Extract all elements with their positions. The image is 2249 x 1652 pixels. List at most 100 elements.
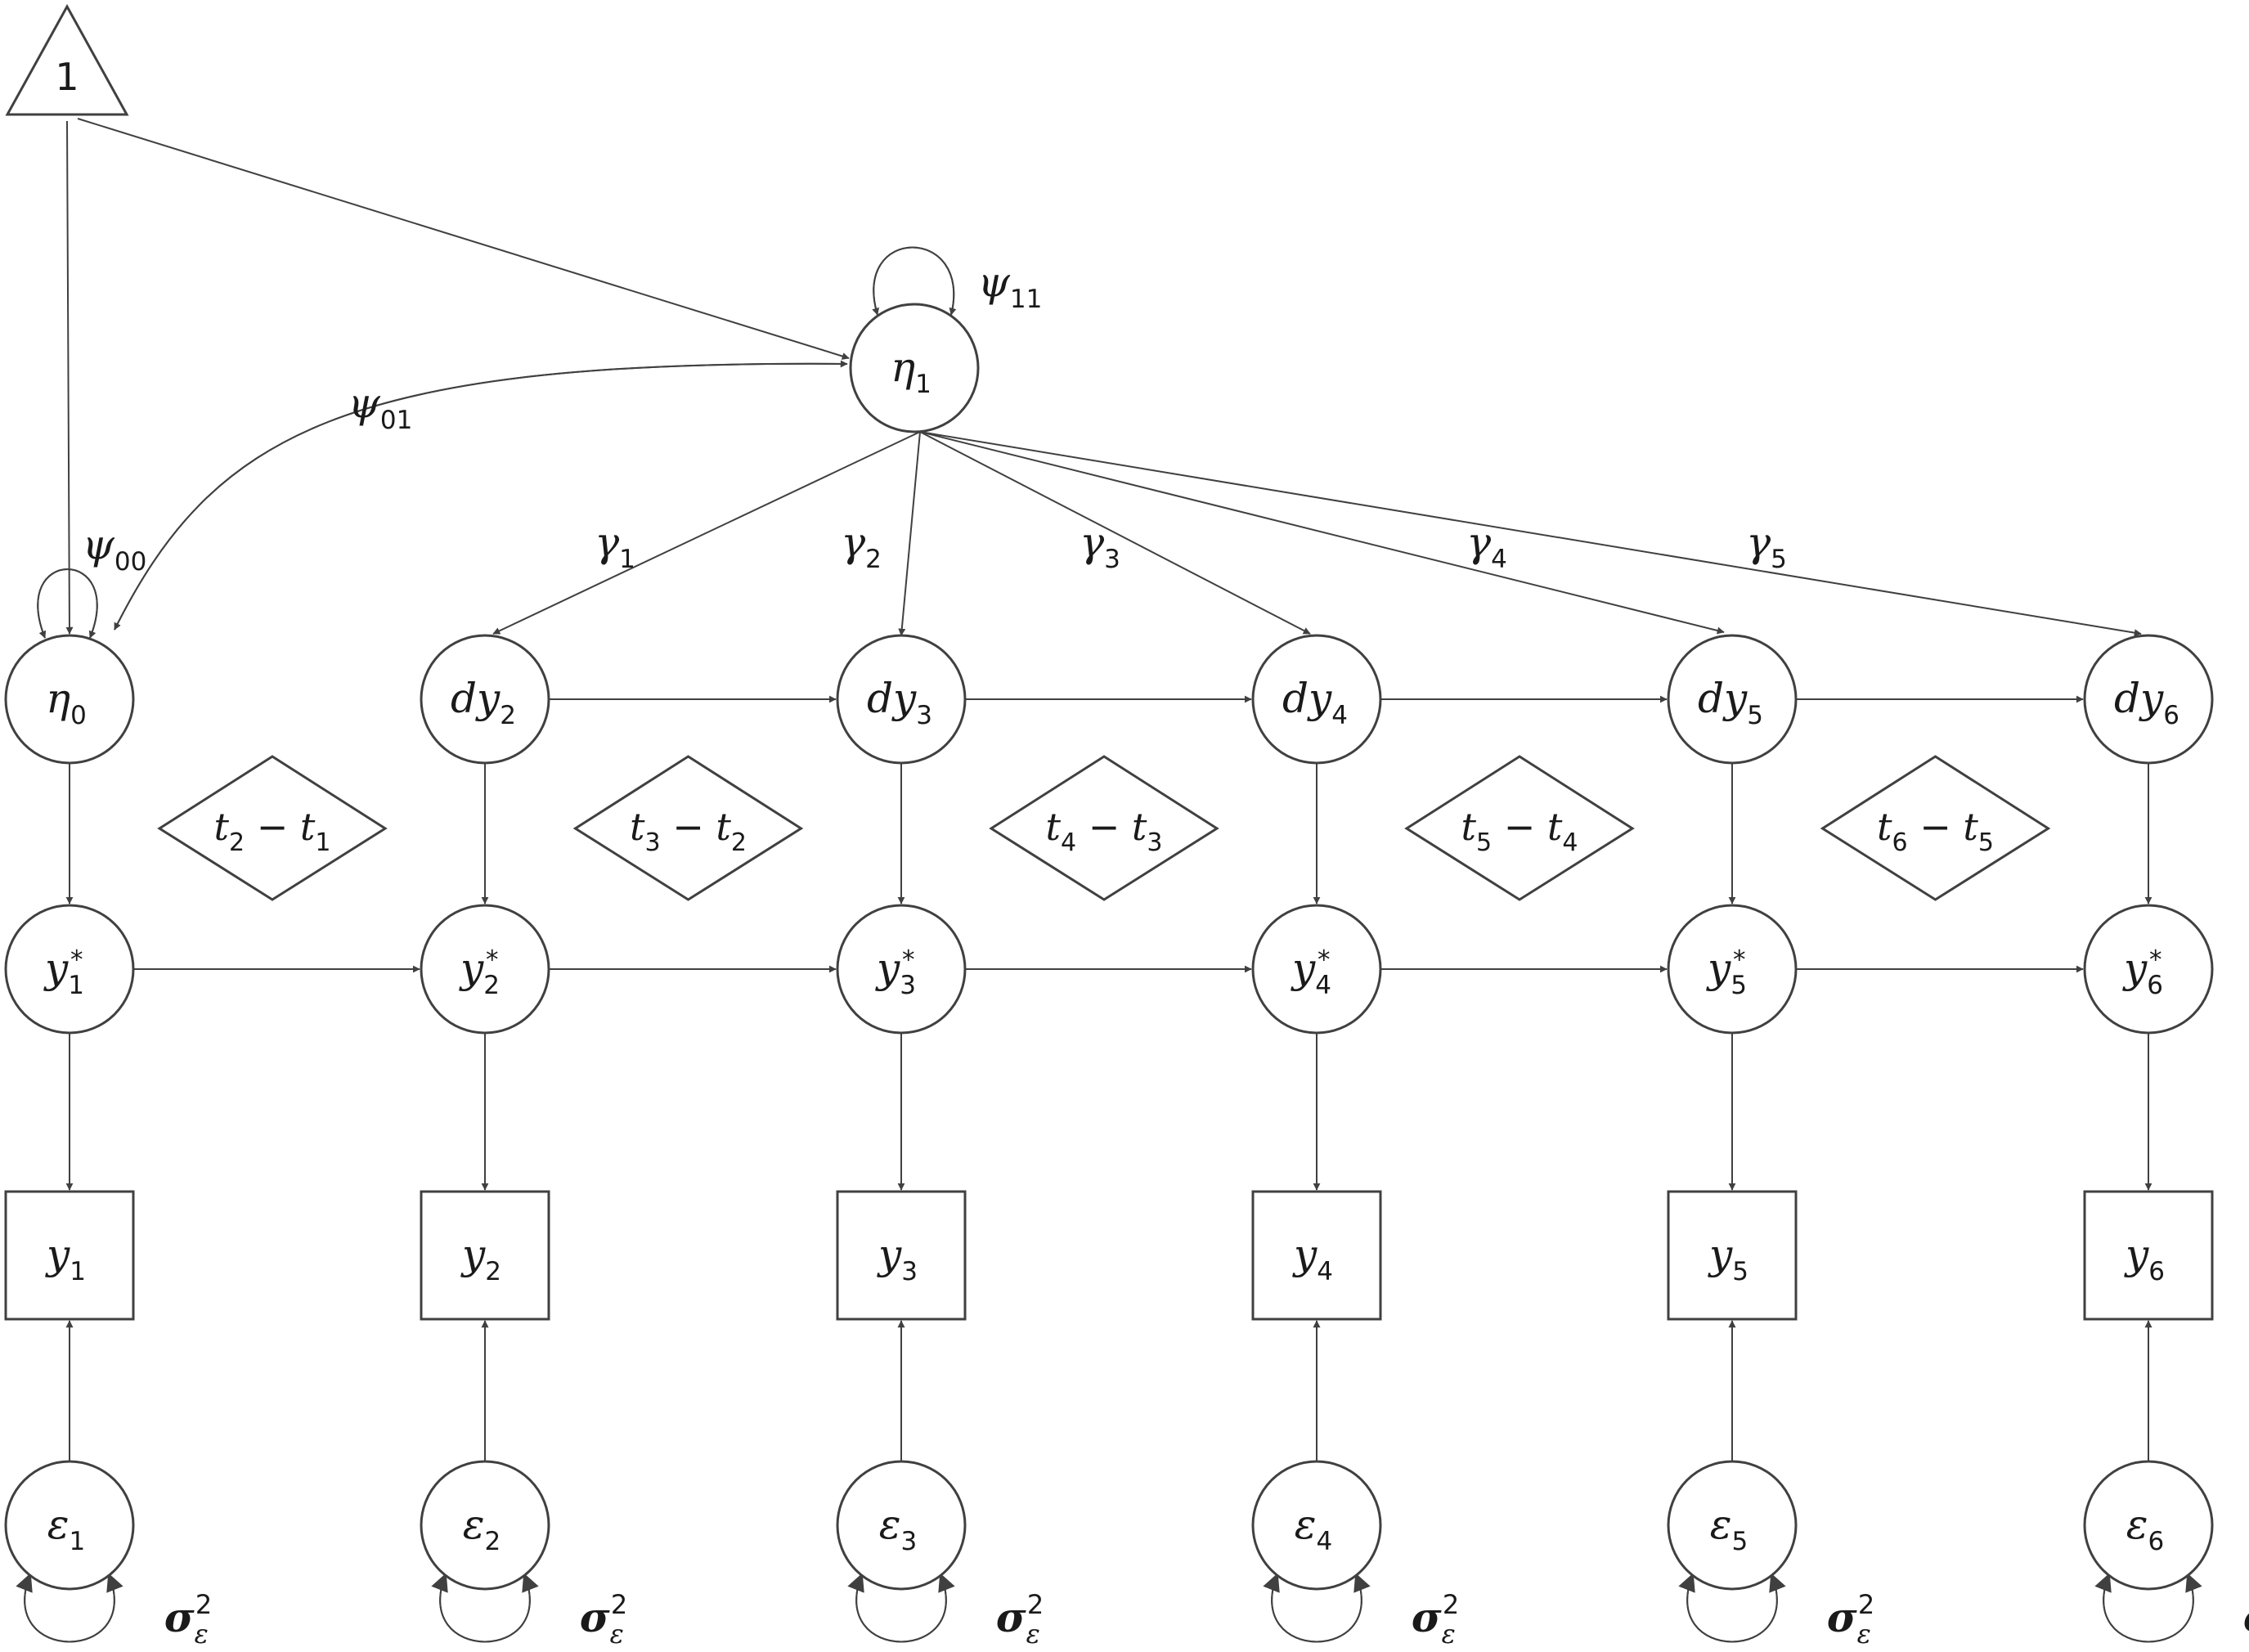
edge-eta1-to-dy3 xyxy=(898,431,921,636)
gamma-label-1-text: γ1 xyxy=(595,518,635,574)
error-variance-text: σε2 xyxy=(1827,1589,1874,1650)
psi00-label: ψ00 xyxy=(83,521,147,577)
error-variance-text: σε2 xyxy=(2243,1589,2249,1650)
latent-slope-label-text: η1 xyxy=(891,343,931,399)
ystar-node-3 xyxy=(836,904,967,1035)
parameter-labels: γ1 γ2 γ3 γ4 γ5 ψ00 ψ01 ψ11 σε2 σε2 σε2 σε2 σε2 σε2 xyxy=(83,258,2249,1650)
ystar-node-1 xyxy=(4,904,135,1035)
observed-square xyxy=(420,1190,550,1321)
interval-label: t2 − t1 xyxy=(214,805,331,857)
error-node-1 xyxy=(4,1460,135,1591)
error-variance-text: σε2 xyxy=(164,1589,212,1650)
dy-node-5 xyxy=(1667,634,1798,765)
ystar-node-4 xyxy=(1251,904,1382,1035)
error-variance-label-5: σε2 xyxy=(1827,1589,1874,1650)
observed-label-4-text: y4 xyxy=(1292,1231,1333,1286)
interval-diamond-shape xyxy=(1404,755,1635,901)
loop-error-variance-rev-4 xyxy=(1263,1573,1362,1643)
error-label-6-text: ε6 xyxy=(2126,1501,2165,1556)
observed-node-1: y1 xyxy=(4,1190,135,1321)
loop-error-variance-rev-3 xyxy=(847,1573,947,1643)
observed-label-2: y2 xyxy=(460,1231,501,1286)
edge-psi01-to-eta0 xyxy=(114,362,848,631)
dy-node-4 xyxy=(1251,634,1382,765)
observed-label-6-text: y6 xyxy=(2124,1231,2165,1286)
dy-label-5: dy5 xyxy=(1698,675,1763,730)
gamma-label-5-text: γ5 xyxy=(1746,518,1787,574)
loop-error-variance-rev-6 xyxy=(2094,1573,2194,1643)
interval-diamond-shape xyxy=(157,755,388,901)
interval-label: t5 − t4 xyxy=(1461,805,1578,857)
interval-diamond-shape xyxy=(572,755,804,901)
gamma-label-2: γ2 xyxy=(841,518,882,574)
interval-diamond-shape xyxy=(1820,755,2051,901)
loop-error-variance-rev-5 xyxy=(1678,1573,1778,1643)
dy-label-2-text: dy2 xyxy=(451,675,516,730)
error-label-4: ε4 xyxy=(1295,1501,1333,1556)
error-node-6 xyxy=(2083,1460,2214,1591)
psi01-label: ψ01 xyxy=(348,379,413,435)
gamma-label-3: γ3 xyxy=(1080,518,1120,574)
dy-label-6: dy6 xyxy=(2114,675,2179,730)
latent-intercept-label: η0 xyxy=(46,675,87,730)
observed-label-6: y6 xyxy=(2124,1231,2165,1286)
error-variance-label-6: σε2 xyxy=(2243,1589,2249,1650)
psi11-label: ψ11 xyxy=(978,258,1043,314)
observed-node-5: y5 xyxy=(1667,1190,1798,1321)
error-variance-text: σε2 xyxy=(1412,1589,1459,1650)
dy-label-4: dy4 xyxy=(1282,675,1348,730)
error-node-3 xyxy=(836,1460,967,1591)
observed-node-3: y3 xyxy=(836,1190,967,1321)
error-variance-label-3: σε2 xyxy=(996,1589,1044,1650)
observed-square xyxy=(1251,1190,1382,1321)
edge-eta1-to-dy5 xyxy=(919,431,1725,635)
observed-square xyxy=(2083,1190,2214,1321)
psi00-label-text: ψ00 xyxy=(83,521,147,577)
edges xyxy=(16,118,2202,1643)
constant-triangle: 1 xyxy=(5,3,129,116)
observed-label-1: y1 xyxy=(45,1231,86,1286)
error-label-2: ε2 xyxy=(463,1501,501,1556)
latent-slope-label: η1 xyxy=(891,343,931,399)
loop-error-variance-rev-2 xyxy=(431,1573,531,1643)
observed-node-6: y6 xyxy=(2083,1190,2214,1321)
latent-intercept-node xyxy=(4,634,135,765)
ystar-label-4: y4* xyxy=(1291,945,1331,1000)
dy-node-3 xyxy=(836,634,967,765)
loop-psi11-rev xyxy=(872,246,955,316)
error-node-2 xyxy=(420,1460,550,1591)
edge-eta1-to-dy6 xyxy=(919,431,2142,637)
observed-square xyxy=(836,1190,967,1321)
gamma-label-2-text: γ2 xyxy=(841,518,882,574)
error-label-3: ε3 xyxy=(879,1501,918,1556)
loop-error-variance-rev-1 xyxy=(16,1573,115,1643)
psi01-label-text: ψ01 xyxy=(348,379,413,435)
error-label-4-text: ε4 xyxy=(1295,1501,1333,1556)
gamma-label-4-text: γ4 xyxy=(1466,518,1507,574)
dy-node-2 xyxy=(420,634,550,765)
error-variance-text: σε2 xyxy=(580,1589,627,1650)
interval-label: t4 − t3 xyxy=(1046,805,1163,857)
gamma-label-5: γ5 xyxy=(1746,518,1787,574)
dy-label-6-text: dy6 xyxy=(2114,675,2179,730)
ystar-label-1: y1* xyxy=(43,945,84,1000)
observed-label-3-text: y3 xyxy=(877,1231,918,1286)
interval-diamond-4: t5 − t4 xyxy=(1404,755,1635,901)
error-node-4 xyxy=(1251,1460,1382,1591)
error-variance-label-2: σε2 xyxy=(580,1589,627,1650)
error-label-2-text: ε2 xyxy=(463,1501,501,1556)
gamma-label-3-text: γ3 xyxy=(1080,518,1120,574)
interval-label: t6 − t5 xyxy=(1877,805,1994,857)
error-label-1: ε1 xyxy=(47,1501,86,1556)
edge-constant-to-eta0 xyxy=(65,120,74,635)
error-label-1-text: ε1 xyxy=(47,1501,86,1556)
error-label-6: ε6 xyxy=(2126,1501,2165,1556)
observed-label-4: y4 xyxy=(1292,1231,1333,1286)
ystar-label-5: y5* xyxy=(1706,945,1747,1000)
latent-slope-node xyxy=(849,303,980,433)
interval-diamond-shape xyxy=(989,755,1219,901)
dy-label-5-text: dy5 xyxy=(1698,675,1763,730)
edge-eta1-to-dy2 xyxy=(492,431,921,635)
